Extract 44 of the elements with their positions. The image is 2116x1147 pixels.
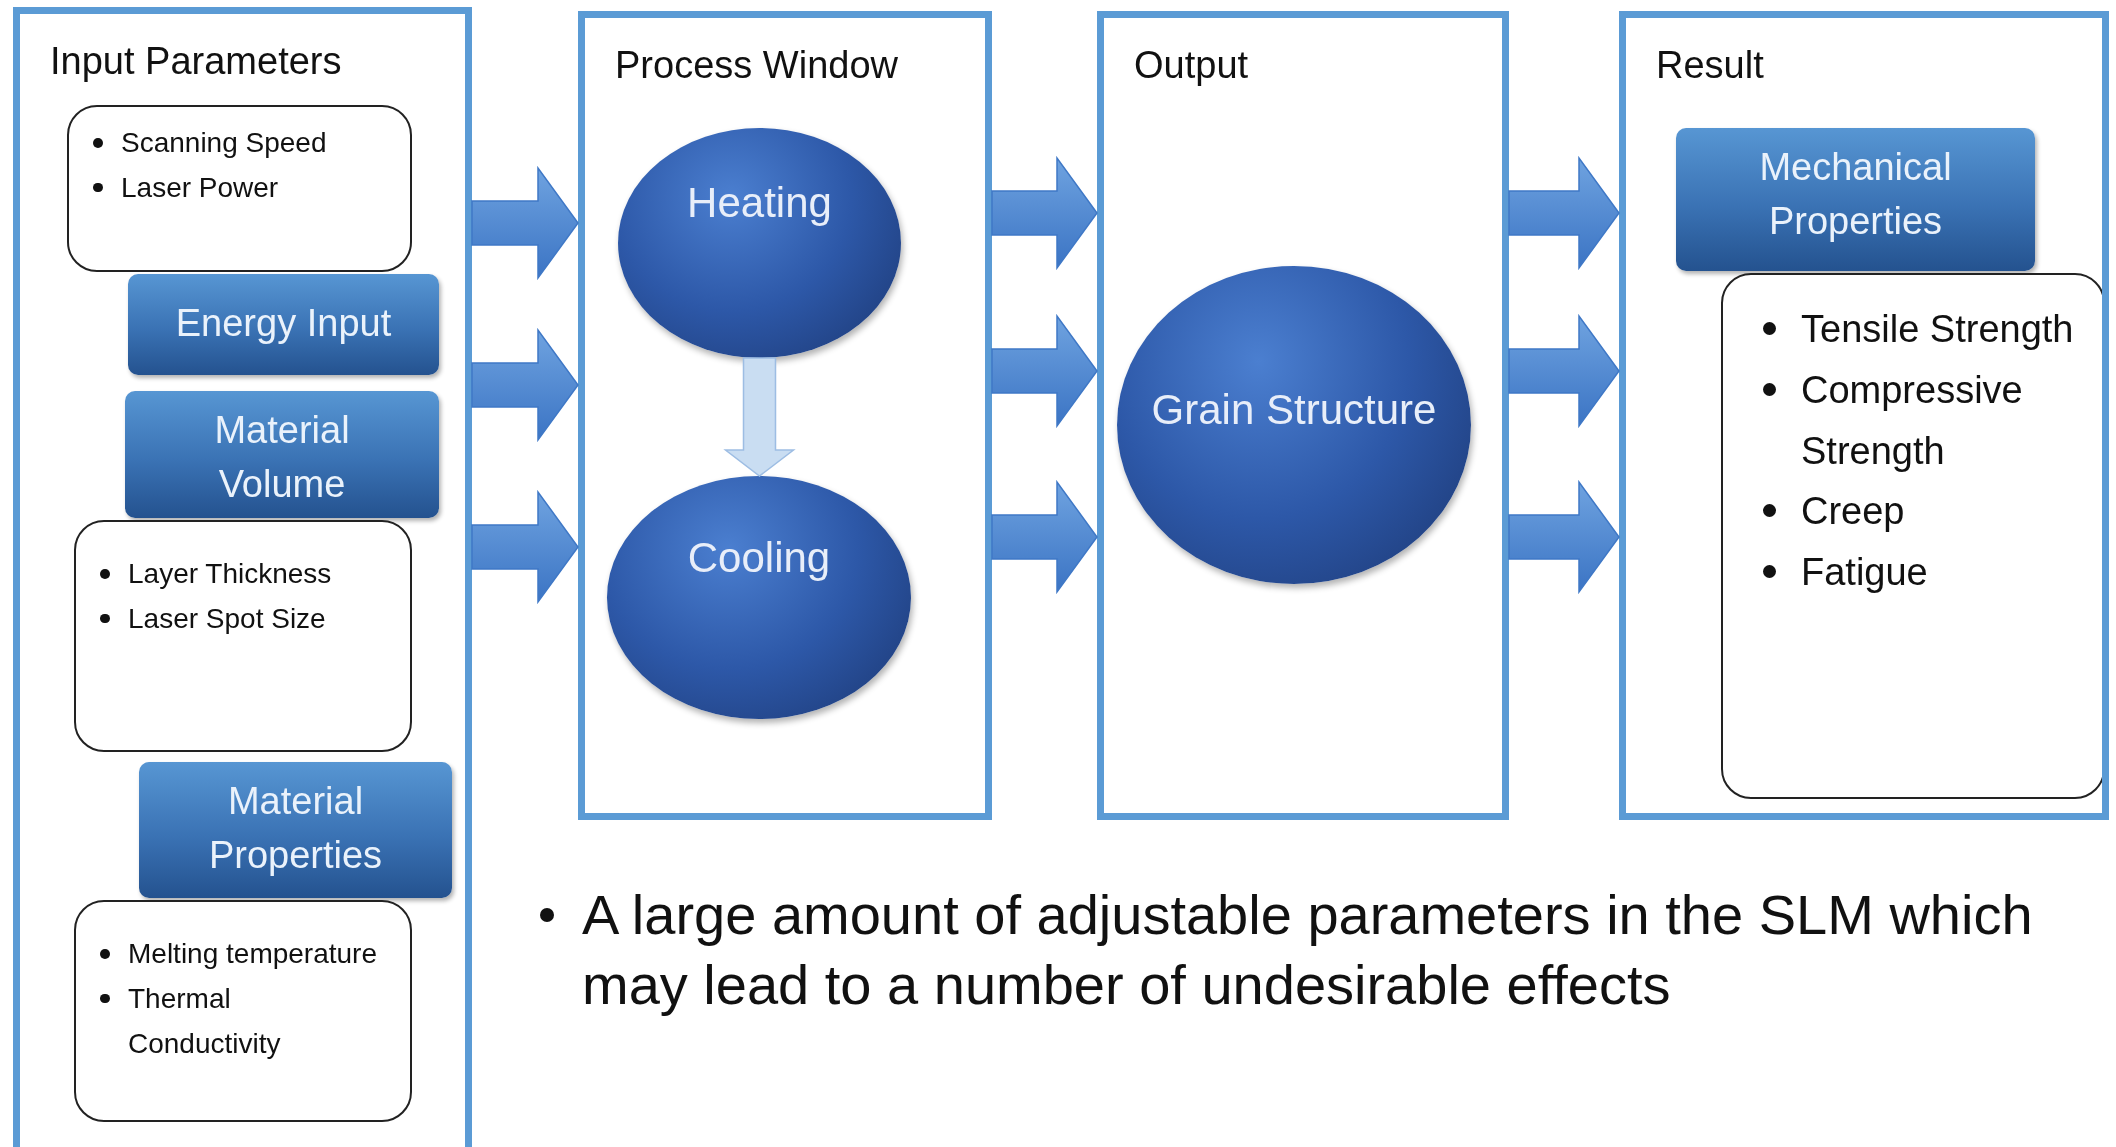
- category-box: [128, 274, 439, 375]
- ellipse-label: Cooling: [687, 532, 831, 583]
- bullet-item: Melting temperature: [128, 937, 378, 971]
- bullet-list-box: [74, 520, 412, 752]
- block-arrow: [723, 357, 796, 477]
- category-title: Energy Input: [175, 301, 392, 346]
- panel-title: Result: [1656, 44, 1764, 87]
- block-arrow: [1508, 479, 1620, 595]
- group-panel: [13, 7, 472, 1147]
- group-panel: [578, 11, 992, 820]
- block-arrow: [1508, 313, 1620, 429]
- category-title: Material Volume: [213, 408, 351, 507]
- block-arrow: [991, 313, 1098, 429]
- block-arrow: [991, 479, 1098, 595]
- bullet-item: Fatigue: [1801, 550, 1929, 596]
- bullet-item: Layer Thickness: [128, 557, 333, 591]
- category-box: [1676, 128, 2035, 271]
- category-title: Mechanical Properties: [1758, 145, 1953, 244]
- bullet-item: Creep: [1801, 489, 1906, 535]
- bullet-list-box: [67, 105, 412, 272]
- group-panel: [1097, 11, 1509, 820]
- bullet-list-box: [1721, 273, 2102, 799]
- bullet-item: Thermal Conductivity: [128, 981, 282, 1061]
- ellipse-label: Heating: [687, 178, 832, 228]
- bullet-list-box: [74, 900, 412, 1122]
- panel-title: Process Window: [615, 44, 898, 87]
- block-arrow: [471, 165, 579, 281]
- block-arrow: [471, 327, 579, 443]
- group-panel: [1619, 11, 2109, 820]
- panel-title: Input Parameters: [50, 40, 342, 83]
- category-box: [139, 762, 452, 898]
- block-arrow: [1508, 155, 1620, 271]
- block-arrow: [991, 155, 1098, 271]
- bullet-item: Scanning Speed: [121, 126, 328, 160]
- bullet-item: Tensile Strength: [1801, 307, 2075, 352]
- block-arrow: [471, 489, 579, 605]
- panel-title: Output: [1134, 44, 1249, 87]
- category-box: [125, 391, 439, 518]
- note-text: A large amount of adjustable parameters in the SLM which may lead to a number of undesirable effects: [582, 882, 2034, 1018]
- bullet-item: Laser Power: [121, 170, 280, 205]
- category-title: Material Properties: [207, 779, 384, 878]
- bullet-item: Laser Spot Size: [128, 601, 327, 636]
- bullet-item: Compressive Strength: [1801, 367, 2024, 474]
- ellipse-label: Grain Structure: [1151, 385, 1437, 435]
